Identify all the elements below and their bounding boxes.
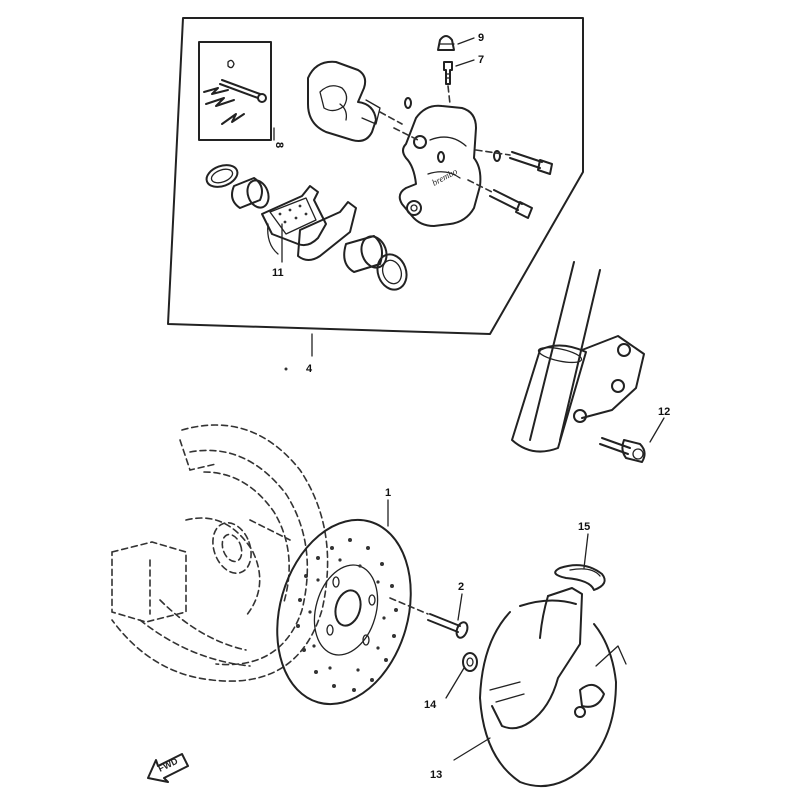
callout-15: 15 <box>578 521 590 533</box>
fork-leg <box>511 261 645 453</box>
callout-4: 4 <box>306 363 313 375</box>
callout-1: 1 <box>385 487 391 499</box>
caliper-bolt-lower <box>467 179 533 219</box>
leader-lines <box>273 37 665 761</box>
bleeder-cap <box>437 35 455 51</box>
callout-13: 13 <box>430 769 442 781</box>
callout-12: 12 <box>658 406 670 418</box>
wheel-outline <box>111 424 329 682</box>
callout-2: 2 <box>458 581 464 593</box>
callout-9: 9 <box>478 32 484 44</box>
disc-cover <box>479 587 627 788</box>
callout-11: 11 <box>272 267 284 279</box>
callout-7: 7 <box>478 54 484 66</box>
disc-bolt <box>389 597 469 639</box>
caliper-brand-text: brembo <box>430 166 459 188</box>
brake-disc <box>276 518 412 706</box>
callout-14: 14 <box>424 699 437 711</box>
caliper-bracket <box>307 60 403 142</box>
bleeder-screw <box>443 61 453 105</box>
callout-4-dot <box>284 367 288 371</box>
mounting-bolt <box>599 437 646 463</box>
pin-kit-box <box>198 41 272 141</box>
caliper-bolt-upper <box>475 149 553 175</box>
caliper-body: brembo <box>393 104 482 227</box>
forward-direction-arrow: FWD <box>147 753 189 783</box>
callout-8: 8 <box>273 142 285 148</box>
piston-seals-right <box>343 235 408 291</box>
piston-seals-left <box>205 164 270 209</box>
cable-clip <box>554 564 606 591</box>
small-seals <box>404 97 501 163</box>
brake-pads <box>261 185 357 261</box>
caliper-assembly-frame <box>167 17 584 335</box>
washer <box>462 652 478 672</box>
